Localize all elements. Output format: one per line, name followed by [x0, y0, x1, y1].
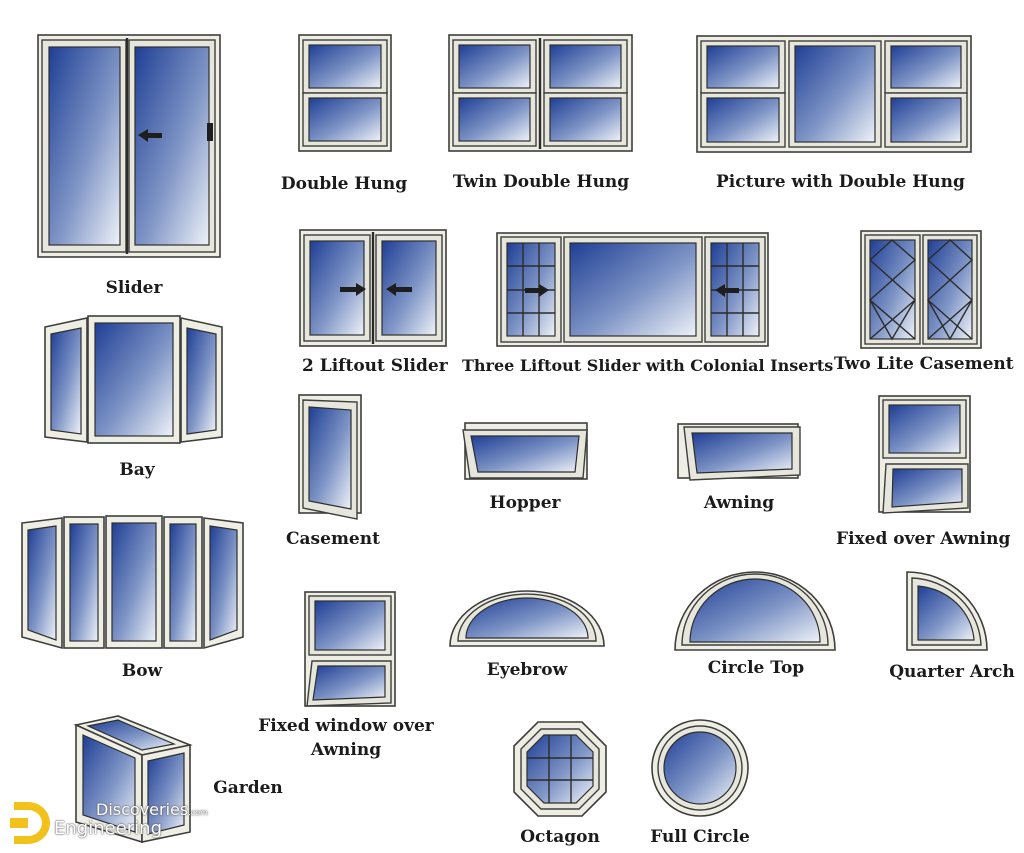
- slider-window: [37, 34, 221, 258]
- label-two-liftout-slider: 2 Liftout Slider: [302, 356, 448, 376]
- label-hopper: Hopper: [489, 493, 561, 513]
- two-liftout-slider-window: [299, 229, 447, 347]
- label-garden: Garden: [213, 778, 283, 798]
- label-casement: Casement: [286, 529, 380, 549]
- label-bow: Bow: [121, 661, 163, 681]
- garden-window: [73, 715, 193, 844]
- casement-window: [298, 394, 362, 520]
- label-eyebrow: Eyebrow: [486, 660, 568, 680]
- double-hung-window: [298, 34, 392, 152]
- label-slider: Slider: [105, 278, 163, 298]
- label-octagon: Octagon: [520, 827, 600, 847]
- full-circle-window: [651, 719, 749, 817]
- circle-top-window: [674, 571, 836, 651]
- picture-with-double-hung-window: [696, 35, 972, 153]
- logo-text-top: Discoveries.com: [96, 800, 208, 819]
- fixed-over-awning-window: [878, 395, 971, 514]
- label-double-hung: Double Hung: [280, 174, 408, 194]
- logo: [10, 802, 50, 844]
- logo-text-bottom: Engineering: [54, 818, 162, 839]
- three-liftout-slider-window: [496, 232, 769, 347]
- label-twin-double-hung: Twin Double Hung: [452, 172, 630, 192]
- eyebrow-window: [449, 590, 605, 647]
- label-quarter-arch: Quarter Arch: [889, 662, 1015, 682]
- logo-mark-bar: [10, 818, 28, 828]
- quarter-arch-window: [906, 571, 988, 651]
- label-fixed-window-over-awning: Fixed window over Awning: [258, 716, 434, 760]
- label-picture-with-double-hung: Picture with Double Hung: [716, 172, 965, 192]
- hopper-window: [462, 422, 588, 480]
- logo-mark-icon: [14, 802, 50, 844]
- bow-window: [21, 515, 244, 650]
- label-fixed-over-awning: Fixed over Awning: [836, 529, 1011, 549]
- bay-window: [44, 315, 223, 444]
- label-circle-top: Circle Top: [707, 658, 805, 678]
- label-three-liftout-slider: Three Liftout Slider with Colonial Inser…: [462, 356, 834, 375]
- label-bay: Bay: [119, 460, 155, 480]
- two-lite-casement-window: [860, 230, 982, 349]
- twin-double-hung-window: [448, 34, 633, 152]
- fixed-window-over-awning-window: [304, 591, 396, 707]
- label-full-circle: Full Circle: [650, 827, 750, 847]
- label-two-lite-casement: Two Lite Casement: [834, 354, 1014, 374]
- awning-window: [677, 423, 801, 481]
- octagon-window: [513, 721, 607, 817]
- label-awning: Awning: [703, 493, 775, 513]
